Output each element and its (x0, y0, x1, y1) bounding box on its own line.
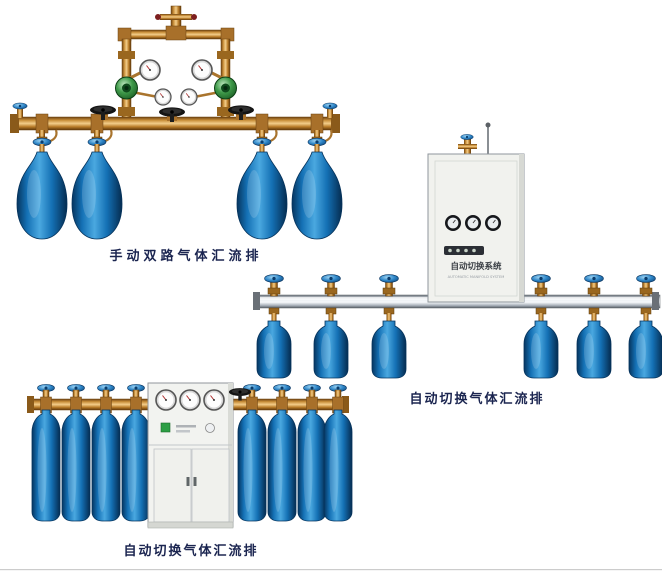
gas-cylinder (297, 409, 327, 522)
top-outlet-assembly (117, 5, 235, 42)
gas-cylinder (121, 409, 151, 522)
caption-manual-dual-manifold: 手动双路气体汇流排 (109, 249, 263, 264)
control-knob-icon (205, 423, 215, 433)
pressure-regulator (115, 76, 138, 100)
cabinet-title: 自动切换系统 (450, 261, 502, 272)
door-handle-icon (193, 477, 197, 486)
auto-manifold-right-figure: 自动切换系统 AUTOMATIC MANIFOLD SYSTEM (253, 122, 662, 379)
gas-cylinder (71, 151, 123, 240)
gas-cylinder (256, 320, 292, 379)
purge-valve-handwheel-icon (12, 102, 28, 110)
pressure-gauge-icon (155, 389, 177, 411)
gas-cylinder (91, 409, 121, 522)
cylinder-bank (16, 151, 343, 240)
gas-cylinder (313, 320, 349, 379)
gas-cylinder (61, 409, 91, 522)
manual-manifold-figure (10, 5, 343, 240)
gas-cylinder (291, 151, 343, 240)
cabinet-door (191, 448, 230, 523)
gas-cylinder (371, 320, 407, 379)
pressure-gauge-icon (484, 214, 502, 232)
cylinder-valve (253, 130, 277, 152)
regulator-right (180, 59, 237, 106)
control-cabinet (147, 382, 234, 529)
main-header-pipe (10, 102, 340, 134)
gas-cylinder (628, 320, 662, 379)
inlet-valve-handwheel-icon (460, 133, 474, 141)
pressure-gauge-icon (179, 389, 201, 411)
cylinder-bank (256, 320, 662, 379)
gas-cylinder (323, 409, 353, 522)
indicator-light (160, 422, 171, 433)
purge-valve-handwheel-icon (322, 102, 338, 110)
pressure-regulator (214, 76, 237, 100)
caption-auto-switch-manifold-bottom: 自动切换气体汇流排 (123, 544, 259, 559)
indicator-panel (444, 246, 484, 255)
cylinder-connections (33, 130, 332, 152)
gas-cylinder (31, 409, 61, 522)
control-cabinet: 自动切换系统 AUTOMATIC MANIFOLD SYSTEM (427, 122, 525, 303)
gas-cylinder (236, 151, 288, 240)
pressure-gauge-icon (191, 59, 213, 81)
gas-cylinder (523, 320, 559, 379)
sensor-knob-icon (485, 122, 491, 128)
auto-manifold-bottom-figure (27, 382, 353, 529)
pressure-gauge-icon (180, 88, 198, 106)
cabinet-door (153, 448, 192, 523)
pressure-gauge-icon (139, 59, 161, 81)
pressure-gauge-icon (444, 214, 462, 232)
cylinder-valve (33, 130, 57, 152)
cylinder-valve (88, 130, 112, 152)
cabinet-subtitle: AUTOMATIC MANIFOLD SYSTEM (448, 275, 505, 279)
valve-cap-icon (155, 14, 161, 20)
riser-pipes (118, 38, 234, 119)
gas-cylinder (576, 320, 612, 379)
gas-cylinder (16, 151, 68, 240)
caption-auto-switch-manifold-right: 自动切换气体汇流排 (409, 392, 545, 407)
door-handle-icon (186, 477, 190, 486)
regulator-left (115, 59, 172, 106)
gas-cylinder (237, 409, 267, 522)
pressure-gauge-icon (464, 214, 482, 232)
valve-cap-icon (191, 14, 197, 20)
pressure-gauge-icon (154, 88, 172, 106)
page-bottom-rule (0, 569, 662, 571)
gas-cylinder (267, 409, 297, 522)
cylinder-valve (308, 130, 332, 152)
pressure-gauge-icon (203, 389, 225, 411)
